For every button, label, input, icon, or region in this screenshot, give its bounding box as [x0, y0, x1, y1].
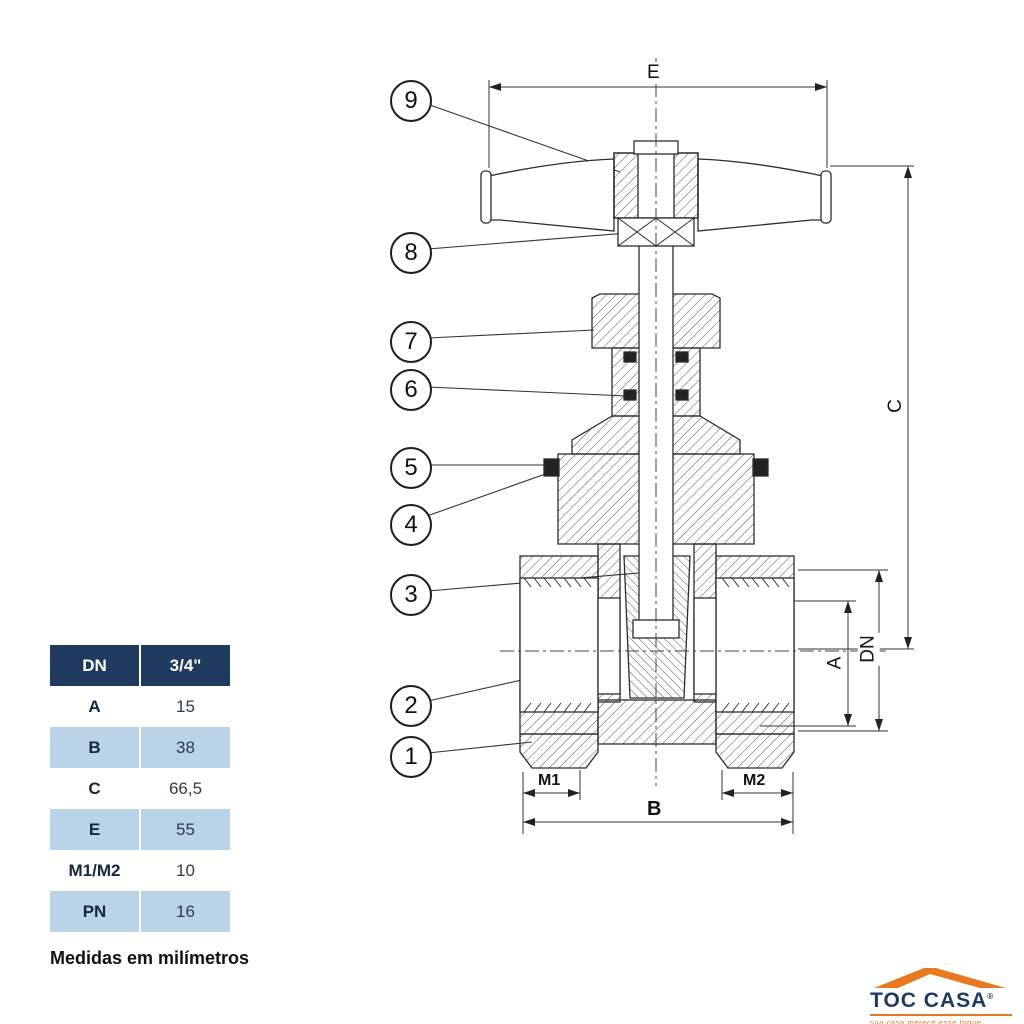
- thread-marks: [523, 577, 790, 713]
- callout-7: 7: [390, 321, 432, 363]
- body-seal-left: [543, 458, 560, 477]
- spec-row-pn: PN 16: [50, 891, 230, 932]
- callout-6-number: 6: [404, 376, 418, 403]
- spec-row-b: B 38: [50, 727, 230, 768]
- spec-row-value: 55: [141, 809, 230, 850]
- callout-5-number: 5: [404, 454, 418, 481]
- callout-9-number: 9: [404, 87, 418, 114]
- spec-row-label: PN: [50, 891, 141, 932]
- dimension-lines: [488, 80, 914, 834]
- spec-table-header-row: DN 3/4": [50, 645, 230, 686]
- callout-3: 3: [390, 574, 432, 616]
- callout-4-number: 4: [404, 511, 418, 538]
- dim-label-a: A: [824, 653, 847, 673]
- spec-row-a: A 15: [50, 686, 230, 727]
- dim-label-c: C: [884, 396, 907, 416]
- spec-row-label: A: [50, 686, 141, 727]
- brand-name: TOC CASA®: [870, 989, 1012, 1012]
- callout-2-number: 2: [404, 692, 418, 719]
- dim-label-b: B: [644, 798, 665, 821]
- callout-2: 2: [390, 685, 432, 727]
- callout-7-number: 7: [404, 328, 418, 355]
- spec-header-label: DN: [50, 645, 141, 686]
- spec-row-e: E 55: [50, 809, 230, 850]
- spec-table: DN 3/4" A 15 B 38 C 66,5 E 55 M1/M2 10 P…: [50, 645, 230, 932]
- spec-row-label: C: [50, 768, 141, 809]
- handwheel-left-wing: [488, 158, 615, 232]
- spec-row-label: B: [50, 727, 141, 768]
- centerlines: [500, 58, 886, 786]
- spec-row-value: 16: [141, 891, 230, 932]
- callout-8-number: 8: [404, 239, 418, 266]
- spec-row-value: 66,5: [168, 778, 203, 798]
- spec-row-label: E: [50, 809, 141, 850]
- callout-1: 1: [390, 736, 432, 778]
- callout-5: 5: [390, 447, 432, 489]
- callout-3-number: 3: [404, 581, 418, 608]
- callout-6: 6: [390, 369, 432, 411]
- body-seal-right: [752, 458, 769, 477]
- callout-8: 8: [390, 232, 432, 274]
- callout-4: 4: [390, 504, 432, 546]
- brand-logo: TOC CASA® sua casa merece esse toque: [870, 966, 1012, 1024]
- spec-header-value: 3/4": [141, 645, 230, 686]
- spec-row-label: M1/M2: [50, 850, 141, 891]
- dim-label-e: E: [644, 62, 663, 84]
- brand-divider: [870, 1014, 1012, 1017]
- spec-row-m1m2: M1/M2 10: [50, 850, 230, 891]
- spec-row-value: 38: [141, 727, 230, 768]
- dim-label-m2: M2: [740, 772, 769, 790]
- handwheel-right-wing: [697, 158, 824, 232]
- brand-name-text: TOC CASA: [870, 989, 988, 1012]
- callout-9: 9: [390, 80, 432, 122]
- dim-label-m1: M1: [535, 772, 564, 790]
- spec-row-value: 15: [176, 696, 195, 716]
- registered-mark: ®: [987, 992, 995, 1001]
- brand-tagline: sua casa merece esse toque: [870, 1018, 982, 1024]
- roof-icon: [874, 968, 1006, 988]
- callout-1-number: 1: [404, 743, 418, 770]
- spec-row-value: 10: [176, 860, 195, 880]
- units-caption: Medidas em milímetros: [50, 948, 250, 968]
- spec-row-c: C 66,5: [50, 768, 230, 809]
- dim-label-dn: DN: [857, 632, 880, 666]
